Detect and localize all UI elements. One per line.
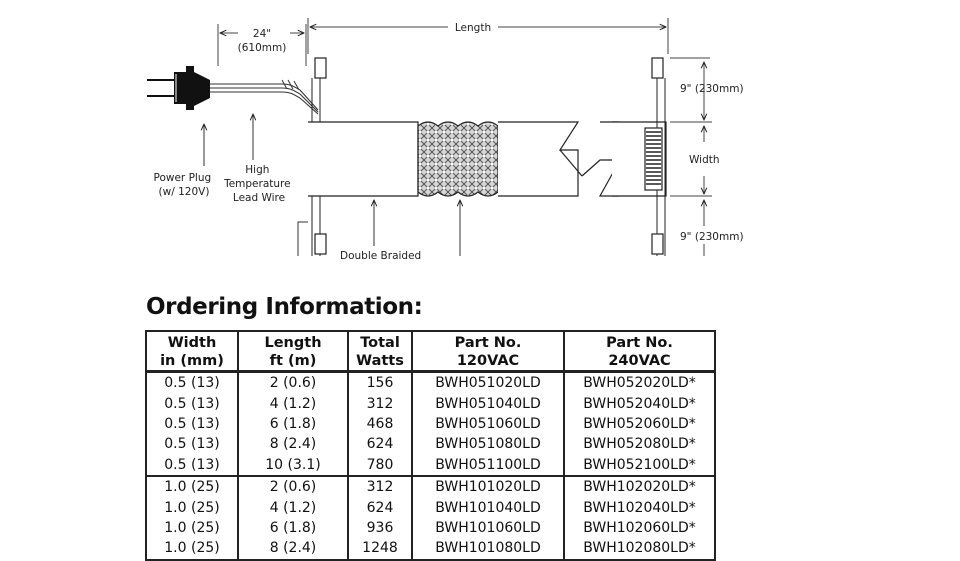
cell-length: 4 (1.2) <box>237 497 349 518</box>
callout-arrows <box>204 114 460 256</box>
braided-label: Double Braided <box>340 250 421 262</box>
cell-part120: BWH101080LD <box>411 538 565 561</box>
power-plug-icon <box>147 66 210 110</box>
double-braided-section <box>417 121 499 197</box>
col-part240-header: Part No.240VAC <box>563 330 716 373</box>
cell-width: 0.5 (13) <box>145 454 239 476</box>
table-row: 1.0 (25) 4 (1.2) 624 BWH101040LD BWH1020… <box>145 497 716 518</box>
table-row: 0.5 (13) 4 (1.2) 312 BWH051040LD BWH0520… <box>145 393 716 414</box>
cell-width: 0.5 (13) <box>145 371 239 394</box>
lead-wire-label: High Temperature Lead Wire <box>223 164 294 204</box>
cell-watts: 156 <box>347 371 413 394</box>
lead-wire-length-mm-label: (610mm) <box>238 42 287 54</box>
lead-wire-length-label: 24" <box>253 28 271 40</box>
cell-part240: BWH052060LD* <box>563 413 716 435</box>
table-row: 1.0 (25) 6 (1.8) 936 BWH101060LD BWH1020… <box>145 517 716 539</box>
cell-width: 1.0 (25) <box>145 497 239 518</box>
table-row: 0.5 (13) 2 (0.6) 156 BWH051020LD BWH0520… <box>145 371 716 394</box>
cell-watts: 1248 <box>347 538 413 561</box>
cell-width: 0.5 (13) <box>145 434 239 455</box>
heater-diagram: 24" (610mm) Length <box>147 18 744 262</box>
col-part120-header: Part No.120VAC <box>411 330 565 373</box>
table-row: 1.0 (25) 8 (2.4) 1248 BWH101080LD BWH102… <box>145 538 716 561</box>
power-plug-label: Power Plug (w/ 120V) <box>154 172 215 198</box>
table-row: 0.5 (13) 8 (2.4) 624 BWH051080LD BWH0520… <box>145 434 716 455</box>
cell-watts: 624 <box>347 434 413 455</box>
cell-part120: BWH101020LD <box>411 474 565 498</box>
cell-part240: BWH102020LD* <box>563 474 716 498</box>
length-label: Length <box>455 22 491 34</box>
cell-watts: 936 <box>347 517 413 539</box>
lead-wire <box>210 79 319 115</box>
cell-width: 1.0 (25) <box>145 517 239 539</box>
heater-body <box>308 121 419 197</box>
cell-length: 8 (2.4) <box>237 538 349 561</box>
table-row: 1.0 (25) 2 (0.6) 312 BWH101020LD BWH1020… <box>145 474 716 498</box>
cell-part120: BWH051080LD <box>411 434 565 455</box>
cell-watts: 624 <box>347 497 413 518</box>
cell-part120: BWH051100LD <box>411 454 565 476</box>
lead-wire-dimension: 24" (610mm) <box>217 24 307 66</box>
cell-length: 6 (1.8) <box>237 413 349 435</box>
cell-length: 4 (1.2) <box>237 393 349 414</box>
table-row: 0.5 (13) 10 (3.1) 780 BWH051100LD BWH052… <box>145 454 716 476</box>
cell-part240: BWH102040LD* <box>563 497 716 518</box>
cell-part120: BWH051040LD <box>411 393 565 414</box>
cell-width: 1.0 (25) <box>145 474 239 498</box>
cell-watts: 468 <box>347 413 413 435</box>
cell-watts: 780 <box>347 454 413 476</box>
bottom-extension-label: 9" (230mm) <box>680 231 744 243</box>
cell-length: 2 (0.6) <box>237 371 349 394</box>
cell-watts: 312 <box>347 393 413 414</box>
right-dimensions <box>670 57 712 256</box>
cell-part120: BWH051060LD <box>411 413 565 435</box>
cell-watts: 312 <box>347 474 413 498</box>
length-dimension: Length <box>307 18 669 54</box>
cell-length: 2 (0.6) <box>237 474 349 498</box>
cell-part240: BWH052020LD* <box>563 371 716 394</box>
cell-length: 10 (3.1) <box>237 454 349 476</box>
table-row: 0.5 (13) 6 (1.8) 468 BWH051060LD BWH0520… <box>145 413 716 435</box>
right-end-tab <box>644 57 666 256</box>
cell-part120: BWH101040LD <box>411 497 565 518</box>
cell-width: 1.0 (25) <box>145 538 239 561</box>
cell-part240: BWH052100LD* <box>563 454 716 476</box>
cell-width: 0.5 (13) <box>145 413 239 435</box>
cell-part120: BWH101060LD <box>411 517 565 539</box>
cell-length: 8 (2.4) <box>237 434 349 455</box>
cell-part120: BWH051020LD <box>411 371 565 394</box>
heater-body-break <box>498 121 667 197</box>
cell-part240: BWH052080LD* <box>563 434 716 455</box>
cell-length: 6 (1.8) <box>237 517 349 539</box>
cell-part240: BWH052040LD* <box>563 393 716 414</box>
cell-width: 0.5 (13) <box>145 393 239 414</box>
cell-part240: BWH102060LD* <box>563 517 716 539</box>
top-extension-label: 9" (230mm) <box>680 83 744 95</box>
cell-part240: BWH102080LD* <box>563 538 716 561</box>
ordering-title: Ordering Information: <box>146 294 423 320</box>
width-label: Width <box>689 154 720 166</box>
